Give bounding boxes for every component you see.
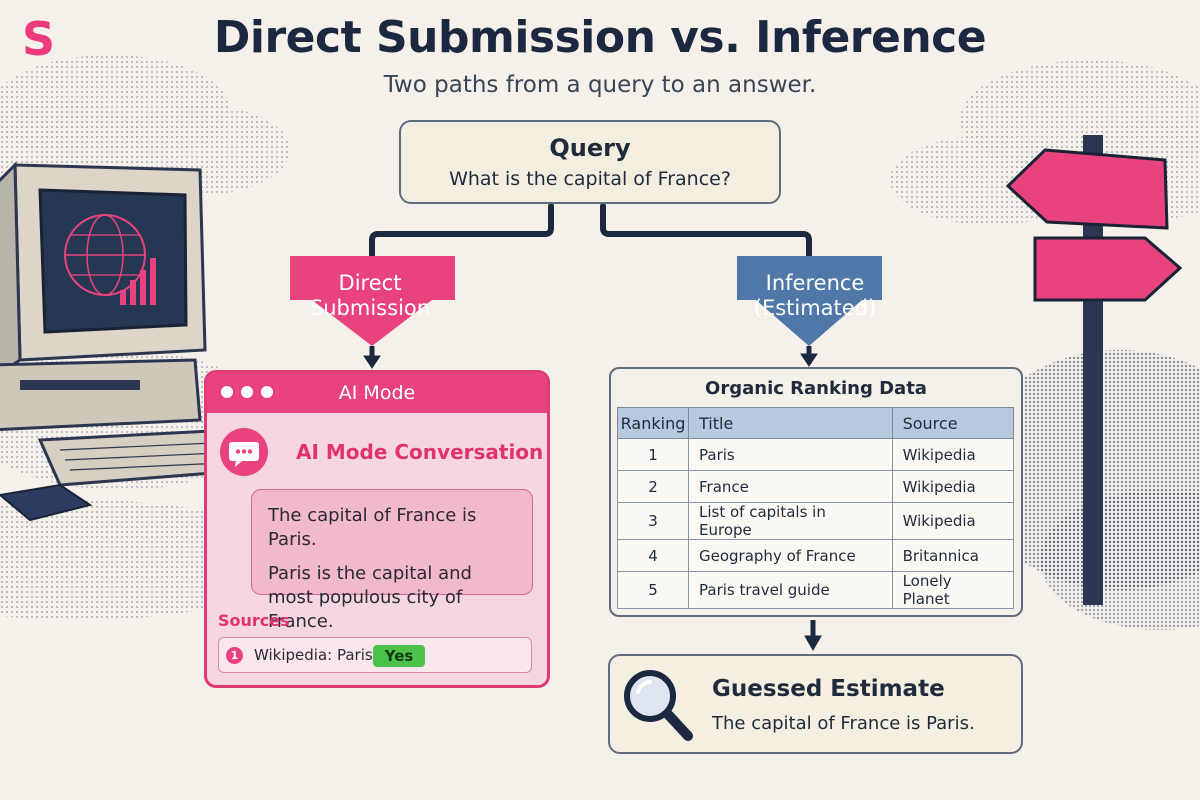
direct-submission-label: Direct Submission [290, 271, 450, 321]
inference-arrow [737, 256, 882, 346]
direct-label-line1: Direct [338, 271, 402, 295]
source-cell: Wikipedia [891, 438, 1015, 471]
table-row: 5 Paris travel guide Lonely Planet [617, 571, 1015, 609]
table-header-row: Ranking Title Source [617, 407, 1015, 439]
column-header: Title [688, 407, 893, 439]
ai-mode-title: AI Mode [338, 382, 416, 404]
ai-answer-bubble: The capital of France is Paris. Paris is… [251, 489, 533, 632]
table-row: 3 List of capitals in Europe Wikipedia [617, 502, 1015, 540]
source-cell: Wikipedia [891, 502, 1015, 540]
rank-cell: 4 [617, 539, 689, 572]
direct-label-line2: Submission [309, 296, 431, 320]
title-cell: France [688, 470, 893, 503]
query-text: What is the capital of France? [449, 168, 731, 190]
window-dot-icon [241, 386, 253, 398]
table-row: 1 Paris Wikipedia [617, 438, 1015, 471]
table-row: 2 France Wikipedia [617, 470, 1015, 503]
ai-answer-line2: Paris is the capital and most populous c… [268, 563, 472, 632]
column-header: Ranking [617, 407, 689, 439]
down-arrows [363, 346, 822, 652]
rank-cell: 2 [617, 470, 689, 503]
source-link[interactable]: Wikipedia: Paris [254, 646, 373, 664]
title-cell: Geography of France [688, 539, 893, 572]
source-cell: Britannica [891, 539, 1015, 572]
query-title: Query [549, 134, 631, 162]
rank-cell: 5 [617, 571, 689, 609]
logo: S [22, 12, 56, 66]
inference-label: Inference (Estimated) [735, 271, 895, 321]
retro-computer-illustration [0, 161, 253, 522]
source-number-badge: 1 [226, 647, 243, 664]
query-box: Query What is the capital of France? [399, 120, 781, 204]
signpost-illustration [970, 135, 1200, 630]
column-header: Source [891, 407, 1015, 439]
title-cell: Paris [688, 438, 893, 471]
rank-cell: 1 [617, 438, 689, 471]
ai-conversation-title: AI Mode Conversation [296, 440, 544, 464]
guessed-estimate-box [608, 654, 1023, 754]
guessed-estimate-title: Guessed Estimate [712, 676, 945, 702]
rank-cell: 3 [617, 502, 689, 540]
title-cell: List of capitals in Europe [688, 502, 893, 540]
page-title: Direct Submission vs. Inference [213, 12, 987, 63]
inference-label-line1: Inference [765, 271, 865, 295]
page-subtitle: Two paths from a query to an answer. [383, 72, 817, 98]
source-yes-badge: Yes [373, 645, 425, 667]
ai-mode-titlebar: AI Mode [207, 373, 547, 413]
sources-label: Sources [218, 611, 290, 630]
magnifier-icon [624, 670, 693, 741]
ai-answer-line1: The capital of France is Paris. [268, 505, 477, 550]
chat-bubble-icon [220, 428, 268, 476]
guessed-estimate-text: The capital of France is Paris. [712, 713, 975, 734]
query-connectors [369, 203, 812, 259]
ranking-table: Ranking Title Source 1 Paris Wikipedia 2… [617, 407, 1015, 609]
inference-label-line2: (Estimated) [753, 296, 877, 320]
window-dot-icon [221, 386, 233, 398]
source-cell: Wikipedia [891, 470, 1015, 503]
table-row: 4 Geography of France Britannica [617, 539, 1015, 572]
title-cell: Paris travel guide [688, 571, 893, 609]
source-cell: Lonely Planet [891, 571, 1015, 609]
window-dot-icon [261, 386, 273, 398]
organic-ranking-title: Organic Ranking Data [705, 378, 927, 399]
direct-submission-arrow [290, 256, 455, 346]
